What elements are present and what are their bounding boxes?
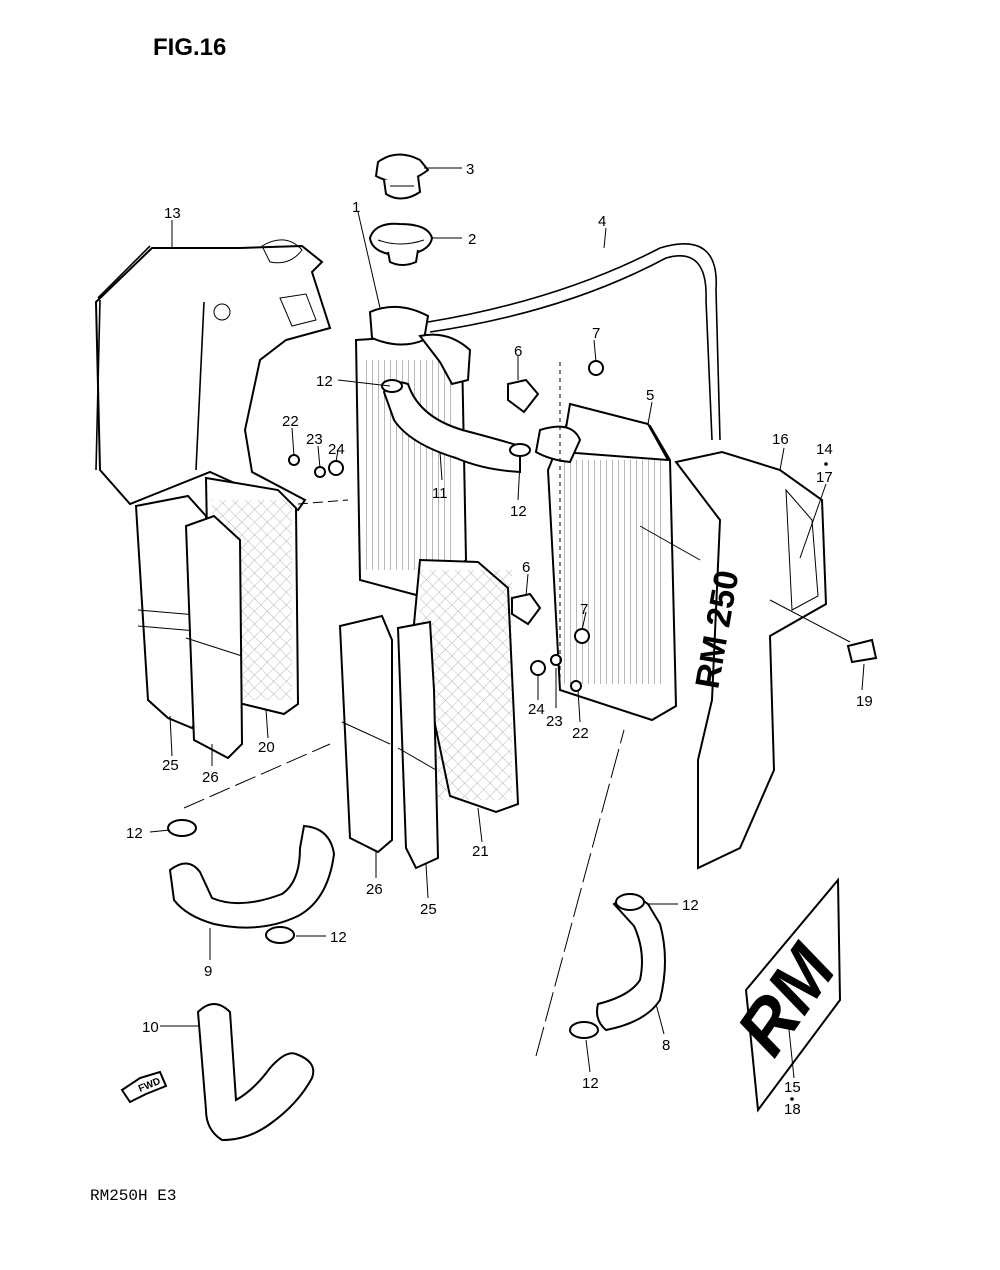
leader-lines bbox=[149, 167, 865, 1079]
fwd-arrow-icon: FWD bbox=[120, 1070, 168, 1104]
center-radiator-guard bbox=[412, 558, 520, 814]
small-hardware bbox=[288, 360, 878, 692]
center-louver-a bbox=[338, 614, 393, 854]
callout-12: 12 bbox=[682, 897, 699, 914]
callout-22: 22 bbox=[282, 413, 299, 430]
callout-25: 25 bbox=[420, 901, 437, 918]
callout-25: 25 bbox=[162, 757, 179, 774]
rm-decal: RM bbox=[722, 877, 852, 1113]
callout-4: 4 bbox=[598, 213, 606, 230]
callout-12: 12 bbox=[582, 1075, 599, 1092]
callout-22: 22 bbox=[572, 725, 589, 742]
callout-21: 21 bbox=[472, 843, 489, 860]
callout-13: 13 bbox=[164, 205, 181, 222]
callout-20: 20 bbox=[258, 739, 275, 756]
left-radiator bbox=[354, 305, 472, 598]
callout-19: 19 bbox=[856, 693, 873, 710]
callout-6: 6 bbox=[522, 559, 530, 576]
callout-7: 7 bbox=[580, 601, 588, 618]
callout-26: 26 bbox=[366, 881, 383, 898]
left-louver-inner bbox=[184, 514, 244, 760]
model-code: RM250H E3 bbox=[90, 1187, 176, 1205]
hose-clamp bbox=[167, 379, 645, 1039]
lower-hose-10 bbox=[196, 1003, 315, 1142]
callout-8: 8 bbox=[662, 1037, 670, 1054]
callout-12: 12 bbox=[510, 503, 527, 520]
center-louver-b bbox=[396, 620, 440, 870]
callout-5: 5 bbox=[646, 387, 654, 404]
callout-16: 16 bbox=[772, 431, 789, 448]
callout-23: 23 bbox=[546, 713, 563, 730]
callout-10: 10 bbox=[142, 1019, 159, 1036]
lower-hose-9 bbox=[168, 824, 336, 929]
callout-12: 12 bbox=[316, 373, 333, 390]
callout-11: 11 bbox=[432, 485, 448, 502]
right-radiator bbox=[534, 402, 678, 722]
callout-12: 12 bbox=[126, 825, 143, 842]
callout-26: 26 bbox=[202, 769, 219, 786]
callout-9: 9 bbox=[204, 963, 212, 980]
callout-12: 12 bbox=[330, 929, 347, 946]
left-shroud bbox=[94, 239, 332, 512]
callout-3: 3 bbox=[466, 161, 474, 178]
lower-hose-8 bbox=[596, 897, 666, 1032]
right-shroud: RM 250 bbox=[674, 450, 828, 870]
radiator-cap-large bbox=[368, 222, 434, 266]
callout-2: 2 bbox=[468, 231, 476, 248]
callout-23: 23 bbox=[306, 431, 323, 448]
callout-1: 1 bbox=[352, 199, 360, 216]
radiator-cap-small bbox=[374, 153, 430, 200]
overflow-hose bbox=[427, 243, 721, 441]
figure-title: FIG.16 bbox=[153, 34, 226, 61]
callout-15: 15 bbox=[784, 1079, 801, 1096]
callout-6: 6 bbox=[514, 343, 522, 360]
callout-7: 7 bbox=[592, 325, 600, 342]
callout-labels: 3 2 1 4 13 7 6 12 5 22 23 24 16 14 17 11… bbox=[126, 161, 873, 1118]
callout-24: 24 bbox=[328, 441, 345, 458]
callout-18: 18 bbox=[784, 1101, 801, 1118]
callout-24: 24 bbox=[528, 701, 545, 718]
callout-14: 14 bbox=[816, 441, 833, 458]
callout-17: 17 bbox=[816, 469, 833, 486]
